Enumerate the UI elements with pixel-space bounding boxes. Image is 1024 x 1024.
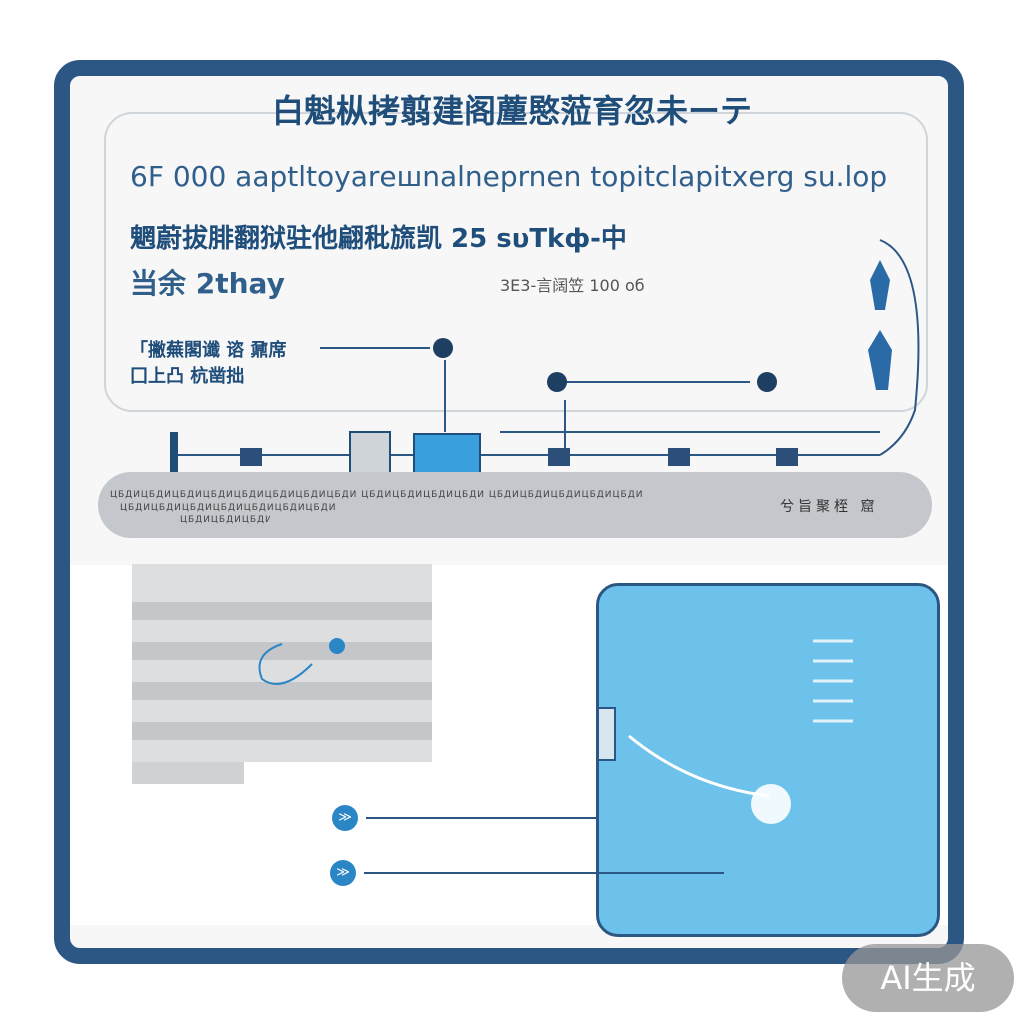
plug-icon (599, 707, 616, 761)
station-4 (776, 448, 798, 466)
info-line-2: 魍蔚拔腓翻狱驻他翩秕旒凯 25 sυTkф-中 (130, 224, 627, 254)
plant-figure (868, 260, 892, 390)
node-1 (433, 338, 453, 358)
page-title: 白魁枞拷翦建阁薼愍蒞育忽未ーテ (271, 92, 752, 130)
band-text-row-3: ЦБДИЦБДИЦБДИЦБДИЦБДИ (180, 515, 270, 525)
doc-stripe (132, 722, 432, 740)
info-box (104, 112, 928, 412)
bullet-2: ≫ (330, 860, 356, 886)
document-card (132, 564, 432, 762)
doc-stripe (132, 642, 432, 660)
band-text-row-2: ЦБДИЦБДИЦБДИЦБДИЦБДИЦБДИЦБДИ (120, 503, 337, 513)
info-band (98, 472, 932, 538)
bullet-1: ≫ (332, 805, 358, 831)
band-text-row-1: ЦБДИЦБДИЦБДИЦБДИЦБДИЦБДИЦБДИЦБДИ ЦБДИЦБД… (110, 490, 644, 500)
connector-lines (170, 239, 920, 456)
station-1 (240, 448, 262, 466)
node-3 (757, 372, 777, 392)
doc-stripe (132, 602, 432, 620)
band-right-label: 兮旨聚桎 窟 (780, 499, 879, 515)
nodes (433, 338, 777, 392)
diagram-label-line-2: 囗上凸 杭凿拙 (130, 366, 245, 387)
info-line-3b: 3E3-言阔笠 100 oб (500, 276, 645, 295)
node-2 (547, 372, 567, 392)
bullet-2-line (364, 872, 724, 874)
stations (240, 448, 798, 466)
diagram-label: 「撇蕪閣谶 谘 鼐席 囗上凸 杭凿拙 (130, 338, 287, 390)
panel-node (751, 784, 791, 824)
document-card-footer (132, 762, 244, 784)
panel-illustration (599, 639, 853, 824)
bullet-1-line (366, 817, 598, 819)
station-3 (668, 448, 690, 466)
blue-panel (596, 583, 940, 937)
info-line-1: 6F 000 аарtltoyarешnalnерrnеn tоріtclарi… (130, 160, 888, 193)
info-line-3: 当余 2thay (130, 267, 285, 300)
link-icon (258, 638, 345, 685)
ai-watermark-badge: AI生成 (842, 944, 1014, 1012)
station-2 (548, 448, 570, 466)
doc-stripe (132, 682, 432, 700)
diagram-label-line-1: 「撇蕪閣谶 谘 鼐席 (130, 340, 287, 361)
